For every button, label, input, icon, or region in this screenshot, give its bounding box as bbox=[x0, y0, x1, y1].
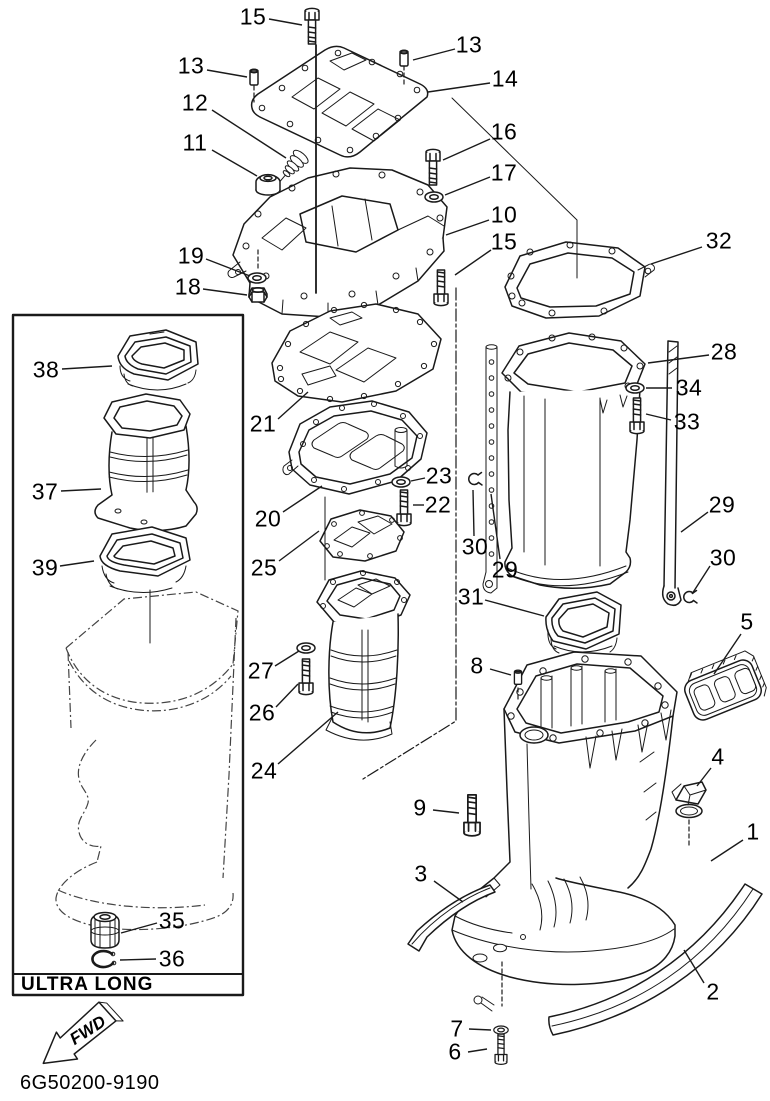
phantom-casing-ultra-long bbox=[55, 591, 239, 931]
leader-39-24 bbox=[59, 560, 95, 567]
leader-38-16 bbox=[61, 365, 113, 370]
leader-26-32 bbox=[275, 683, 299, 708]
leader-18-12 bbox=[202, 288, 248, 296]
leader-23-19 bbox=[410, 477, 426, 482]
part-seal-31 bbox=[545, 591, 622, 654]
leader-20-20 bbox=[282, 485, 323, 513]
grommet-11 bbox=[255, 173, 281, 196]
clip-30-left bbox=[467, 471, 483, 486]
part-seal-39 bbox=[99, 526, 191, 644]
part-seal-38 bbox=[117, 329, 199, 391]
bolt-6 bbox=[494, 1033, 508, 1065]
part-gasket-25 bbox=[319, 509, 405, 562]
ultra-long-box bbox=[11, 313, 245, 997]
leader-12-4 bbox=[211, 109, 287, 159]
part-upper-case-28 bbox=[501, 332, 646, 590]
leader-14-3 bbox=[427, 82, 491, 93]
leader-15-0 bbox=[268, 18, 303, 26]
leader-lines bbox=[59, 18, 744, 1053]
leader-3-37 bbox=[433, 880, 464, 903]
leader-15-10 bbox=[454, 249, 492, 276]
nut-18 bbox=[248, 287, 268, 303]
leader-2-40 bbox=[683, 949, 705, 984]
leader-4-35 bbox=[696, 767, 712, 787]
pin-13-right bbox=[399, 49, 409, 67]
leader-32-9 bbox=[650, 246, 703, 265]
part-rod-29-right bbox=[661, 340, 682, 607]
circlip-36 bbox=[91, 949, 117, 969]
part-damper-strip-2 bbox=[548, 883, 763, 1036]
leader-13-1 bbox=[412, 48, 456, 61]
leader-9-34 bbox=[432, 809, 460, 814]
leader-36-39 bbox=[119, 958, 157, 961]
leader-1-36 bbox=[710, 839, 744, 862]
leader-6-42 bbox=[467, 1048, 488, 1053]
leader-11-5 bbox=[211, 149, 258, 177]
part-muffler-assy-24 bbox=[316, 570, 411, 741]
bolt-22 bbox=[396, 489, 412, 527]
leader-5-29 bbox=[713, 633, 742, 675]
pin-13-left bbox=[249, 68, 259, 86]
washer-27 bbox=[296, 642, 316, 654]
bolt-15-mid bbox=[433, 269, 449, 307]
leader-8-30 bbox=[489, 668, 512, 676]
washer-7 bbox=[493, 1025, 509, 1035]
part-code: 6G50200-9190 bbox=[20, 1072, 160, 1094]
leader-25-23 bbox=[278, 530, 320, 562]
part-grille-5 bbox=[684, 650, 767, 721]
leader-37-18 bbox=[60, 488, 102, 492]
washer-34 bbox=[625, 382, 645, 394]
washer-23 bbox=[391, 476, 411, 488]
leader-21-17 bbox=[277, 391, 309, 420]
seal-valve-12 bbox=[279, 149, 309, 183]
leader-29-22 bbox=[680, 511, 709, 533]
bolt-16 bbox=[425, 148, 441, 186]
clip-30-right bbox=[682, 589, 698, 604]
leader-10-8 bbox=[445, 219, 490, 236]
leader-17-7 bbox=[444, 176, 491, 196]
pin-8 bbox=[513, 669, 523, 685]
part-ext-muffler-37 bbox=[94, 393, 198, 532]
leader-30-27 bbox=[691, 565, 711, 595]
part-gasket-32 bbox=[504, 241, 655, 319]
leader-7-41 bbox=[468, 1028, 492, 1031]
part-damper-strip-3 bbox=[407, 884, 496, 952]
leader-19-11 bbox=[205, 258, 251, 277]
leader-35-38 bbox=[120, 922, 158, 934]
washer-17 bbox=[424, 191, 444, 203]
bolt-26 bbox=[298, 658, 314, 696]
leader-29-26 bbox=[490, 493, 501, 560]
leader-24-33 bbox=[277, 711, 339, 765]
washer-19 bbox=[247, 272, 267, 284]
construction-lines bbox=[253, 44, 578, 780]
leader-13-2 bbox=[206, 69, 248, 78]
part-gasket-14 bbox=[250, 45, 429, 158]
hardware bbox=[247, 7, 698, 1065]
leader-31-28 bbox=[484, 599, 545, 617]
grommet-35 bbox=[90, 911, 120, 949]
part-gasket-21 bbox=[271, 301, 442, 403]
variant-label: ULTRA LONG bbox=[21, 974, 154, 995]
leader-27-31 bbox=[274, 650, 300, 667]
fwd-arrow: FWD bbox=[42, 1001, 124, 1065]
leader-28-13 bbox=[647, 354, 710, 364]
leader-30-25 bbox=[472, 489, 475, 537]
part-muffler-20 bbox=[282, 400, 428, 495]
bolt-9 bbox=[463, 794, 481, 837]
leader-16-6 bbox=[442, 138, 491, 161]
part-anode-4 bbox=[671, 781, 707, 847]
bolt-15-top bbox=[304, 7, 320, 45]
part-upper-casing-1 bbox=[451, 651, 678, 1012]
part-rod-29-left bbox=[482, 344, 498, 594]
leader-33-15 bbox=[645, 413, 672, 421]
